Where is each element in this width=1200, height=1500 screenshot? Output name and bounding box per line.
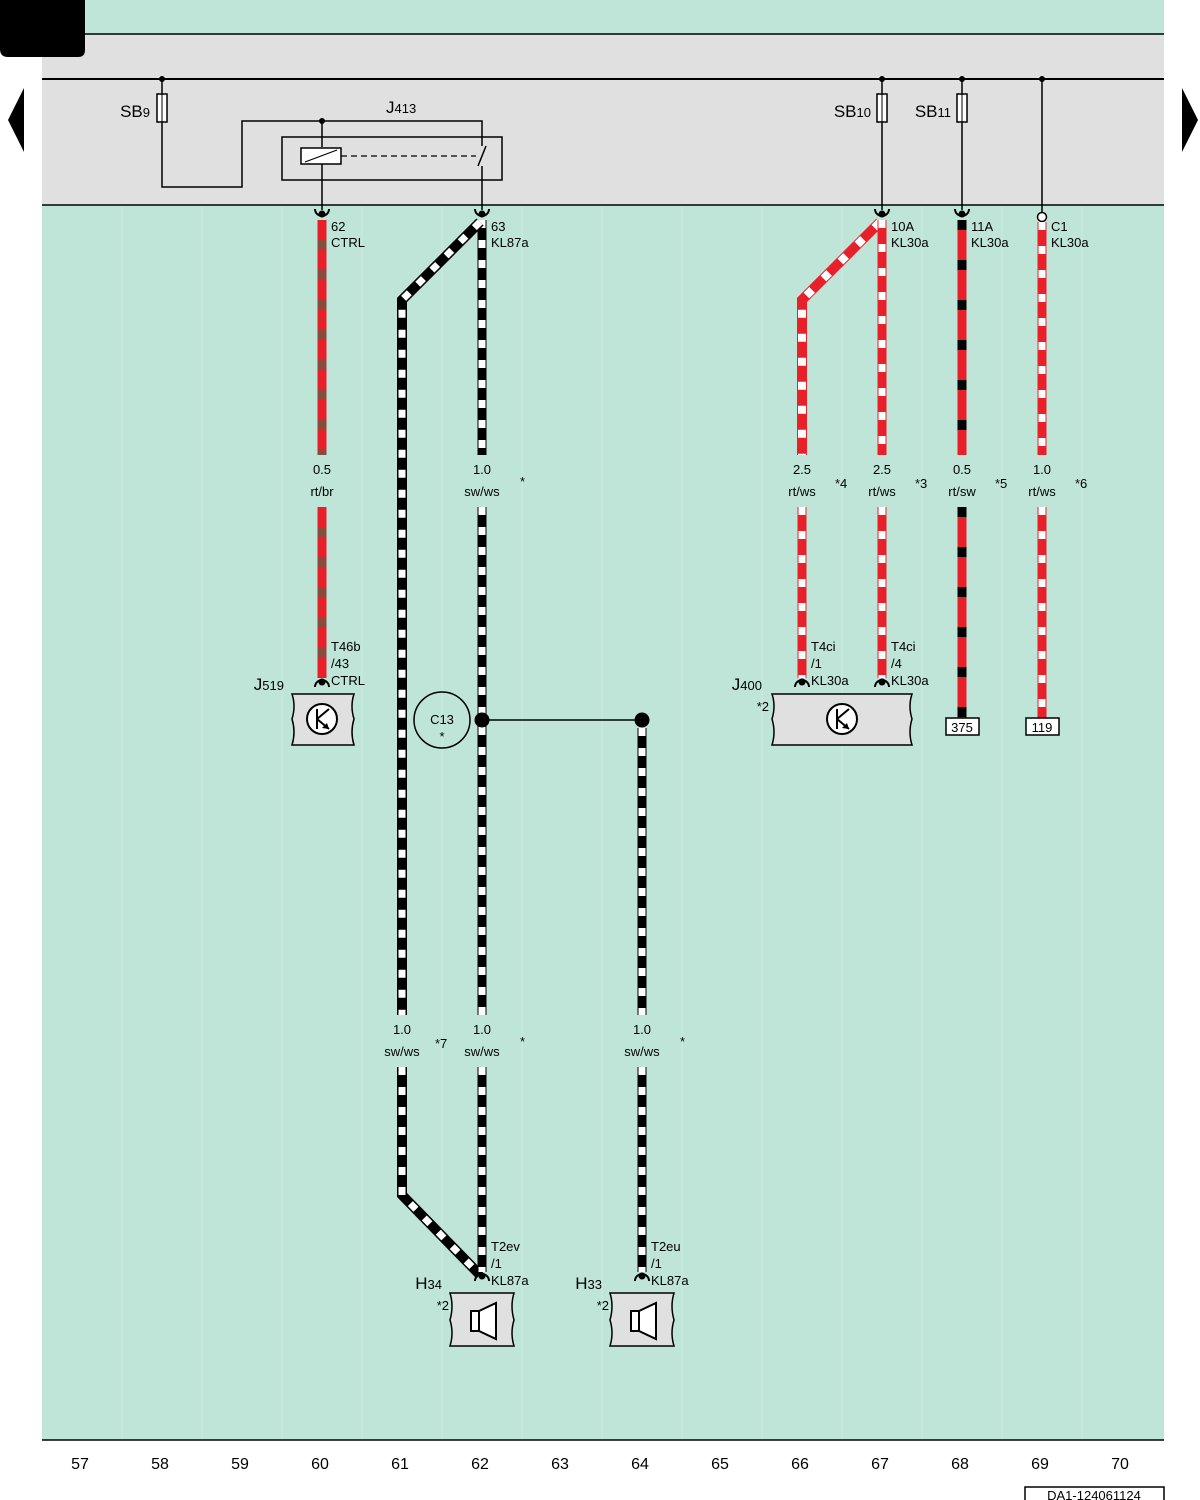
fuse-sb9 [156,76,483,188]
j519-label: J519 [254,675,284,694]
page-tab [0,0,85,57]
control-unit-j400 [770,693,914,746]
j400-label: J400 [732,675,762,694]
feed-c1 [1039,76,1045,213]
column-numbers: 57 58 59 60 61 62 63 64 65 66 67 68 69 7… [71,1456,1129,1473]
column-number: 70 [1111,1456,1129,1473]
svg-text:375: 375 [951,720,973,735]
svg-text:119: 119 [1032,720,1053,735]
column-number: 67 [871,1456,889,1473]
j413-label: J413 [386,98,416,117]
column-number: 57 [71,1456,89,1473]
column-number: 61 [391,1456,409,1473]
h33-note: *2 [597,1298,609,1313]
pin-c1-icon [1036,211,1048,223]
fuse-sb11 [956,76,968,210]
sb10-label: SB10 [834,102,871,121]
column-number: 66 [791,1456,809,1473]
wire-66-note: *4 [835,476,847,491]
column-number: 58 [151,1456,169,1473]
horn-h33 [608,1292,676,1347]
j400-note: *2 [757,699,769,714]
page-reference-box: DA1-124061124 [1024,1486,1165,1500]
sb9-label: SB9 [120,102,150,121]
wire-61-note: *7 [435,1036,447,1051]
prev-page-arrow-icon[interactable] [8,88,24,152]
column-number: 65 [711,1456,729,1473]
ref-box-375[interactable]: 375 [945,717,980,736]
wire-67-note: *3 [915,476,927,491]
splice-point-62 [474,712,490,728]
band-connectors [314,208,970,218]
wire-68-note: *5 [995,476,1007,491]
control-unit-j519 [290,693,356,746]
wire-66 [797,218,884,678]
splice-point-64 [634,712,650,728]
h34-note: *2 [437,1298,449,1313]
fuse-sb10 [876,76,888,210]
ref-box-119[interactable]: 119 [1025,717,1060,736]
next-page-arrow-icon[interactable] [1182,88,1198,152]
wire-62b-note: * [520,1034,525,1049]
column-number: 64 [631,1456,649,1473]
c13-label: C13 [430,712,454,727]
h33-label: H33 [575,1274,602,1293]
component-connectors [314,678,890,1282]
column-number: 60 [311,1456,329,1473]
wire-69-note: *6 [1075,476,1087,491]
column-number: 59 [231,1456,249,1473]
relay-j413 [281,118,503,210]
sb11-label: SB11 [915,102,951,121]
fuse-band [42,80,1164,206]
top-band [42,34,1164,80]
splice-c13-icon [413,691,471,749]
column-guides [121,205,1083,1440]
column-number: 63 [551,1456,569,1473]
column-number: 69 [1031,1456,1049,1473]
wire-62a-note: * [520,474,525,489]
c13-note: * [439,729,444,744]
column-number: 68 [951,1456,969,1473]
svg-text:DA1-124061124: DA1-124061124 [1047,1488,1141,1500]
wire-64-note: * [680,1034,685,1049]
horn-h34 [448,1292,516,1347]
wire-61 [397,218,484,1279]
h34-label: H34 [415,1274,442,1293]
column-number: 62 [471,1456,489,1473]
